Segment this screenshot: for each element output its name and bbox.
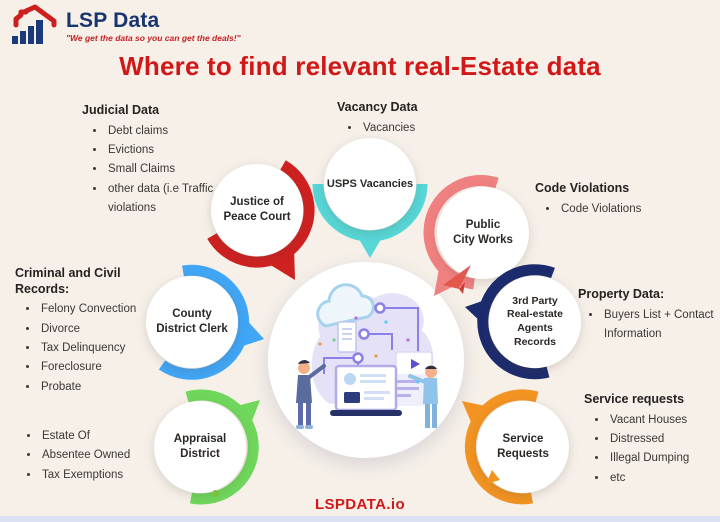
node-justice-of-peace-court: Justice of Peace Court — [182, 135, 332, 285]
cloud-icon — [316, 283, 375, 328]
decor-triangle-icon — [486, 470, 500, 484]
bullet-item: Felony Convection — [39, 300, 137, 319]
bullet-list: Estate OfAbsentee OwnedTax Exemptions — [16, 427, 161, 485]
video-card-icon — [395, 351, 433, 379]
node-arc — [207, 160, 315, 268]
node-tail — [264, 247, 295, 280]
bullet-item: Evictions — [106, 141, 234, 160]
logo-tagline: "We get the data so you can get the deal… — [66, 33, 241, 43]
data-group-criminal-civil: Criminal and Civil Records: Felony Conve… — [15, 266, 137, 397]
laptop-icon — [330, 364, 402, 416]
data-management-illustration — [296, 283, 438, 429]
group-heading: Service requests — [584, 392, 685, 406]
node-tail — [465, 299, 488, 324]
logo-name: LSP Data — [66, 9, 160, 32]
node-public-city-works: Public City Works — [408, 158, 558, 308]
bullet-item: Absentee Owned — [40, 446, 161, 465]
data-group-judicial: Judicial Data Debt claimsEvictionsSmall … — [82, 103, 234, 218]
group-heading: Judicial Data — [82, 103, 160, 117]
node-bubble — [146, 276, 238, 368]
node-tail — [434, 263, 464, 296]
node-3rd-party-agents-records: 3rd Party Real-estate Agents Records — [460, 247, 610, 397]
page-title: Where to find relevant real-Estate data — [119, 51, 601, 81]
node-tail — [233, 400, 260, 429]
bullet-list: Buyers List + Contact Information — [578, 306, 718, 345]
data-group-service-requests: Service requests Vacant HousesDistressed… — [584, 392, 716, 488]
node-bubble — [154, 401, 246, 493]
data-group-code-violations: Code Violations Code Violations — [535, 181, 700, 219]
node-label: 3rd Party Real-estate Agents Records — [506, 294, 564, 348]
bullet-list: Vacant HousesDistressedIllegal Dumpinget… — [584, 411, 716, 488]
bullet-item: Foreclosure — [39, 358, 137, 377]
node-bubble — [211, 164, 303, 256]
bullet-list: Vacancies — [337, 119, 487, 138]
bullet-item: Probate — [39, 378, 137, 397]
bullet-list: Felony ConvectionDivorceTax DelinquencyF… — [15, 300, 137, 397]
bottom-bar — [0, 516, 720, 522]
node-tail — [462, 401, 490, 429]
data-group-vacancy: Vacancy Data Vacancies — [337, 100, 487, 138]
node-usps-vacancies: USPS Vacancies — [295, 109, 445, 259]
bullet-item: Tax Exemptions — [40, 466, 161, 485]
decor-dot — [212, 490, 219, 497]
node-county-district-clerk: County District Clerk — [117, 247, 267, 397]
confetti-dots — [318, 316, 420, 384]
node-tail — [356, 234, 384, 258]
node-arc — [464, 389, 539, 505]
connector-nodes — [352, 302, 386, 364]
bullet-item: Tax Delinquency — [39, 339, 137, 358]
footer-site: LSPDATA.io — [314, 496, 406, 513]
data-group-estate: Estate OfAbsentee OwnedTax Exemptions — [16, 424, 161, 485]
bullet-item: Illegal Dumping — [608, 449, 716, 468]
data-group-property: Property Data: Buyers List + Contact Inf… — [578, 287, 718, 344]
logo-text: LSP Data "We get the data so you can get… — [66, 10, 241, 43]
bullet-item: Small Claims — [106, 160, 234, 179]
node-arc — [185, 389, 259, 505]
node-appraisal-district: Appraisal District — [125, 372, 275, 522]
logo: LSP Data "We get the data so you can get… — [8, 4, 241, 48]
bullet-item: Vacant Houses — [608, 411, 716, 430]
bullet-item: etc — [608, 469, 716, 488]
node-label: Appraisal District — [173, 433, 227, 460]
node-label: Service Requests — [497, 433, 549, 460]
bullet-list: Code Violations — [535, 200, 700, 219]
node-bubble — [437, 187, 529, 279]
bullet-list: Debt claimsEvictionsSmall Claimsother da… — [82, 122, 234, 219]
node-tail — [237, 317, 264, 348]
bullet-item: Divorce — [39, 320, 137, 339]
logo-house-icon — [12, 4, 57, 44]
group-heading: Criminal and Civil Records: — [15, 266, 121, 296]
node-label: USPS Vacancies — [326, 177, 414, 190]
group-heading: Vacancy Data — [337, 100, 418, 114]
bullet-item: Estate Of — [40, 427, 161, 446]
node-bubble — [324, 138, 416, 230]
node-service-requests: Service Requests — [448, 372, 598, 522]
person-right — [408, 365, 438, 428]
node-label: County District Clerk — [156, 308, 228, 335]
group-heading: Code Violations — [535, 181, 630, 195]
node-bubble — [489, 276, 581, 368]
bullet-item: other data (i.e Traffic violations — [106, 180, 234, 219]
bullet-item: Code Violations — [559, 200, 700, 219]
person-left — [296, 360, 326, 429]
node-bubble — [477, 401, 569, 493]
group-heading: Property Data: — [578, 287, 665, 301]
decor-arrow-icon — [443, 265, 471, 294]
center-illustration — [268, 262, 464, 458]
bullet-item: Debt claims — [106, 122, 234, 141]
bullet-item: Buyers List + Contact Information — [602, 306, 718, 345]
bullet-item: Distressed — [608, 430, 716, 449]
node-label: Justice of Peace Court — [223, 196, 291, 223]
bullet-item: Vacancies — [361, 119, 487, 138]
document-icon — [337, 321, 357, 353]
node-label: Public City Works — [453, 219, 513, 246]
